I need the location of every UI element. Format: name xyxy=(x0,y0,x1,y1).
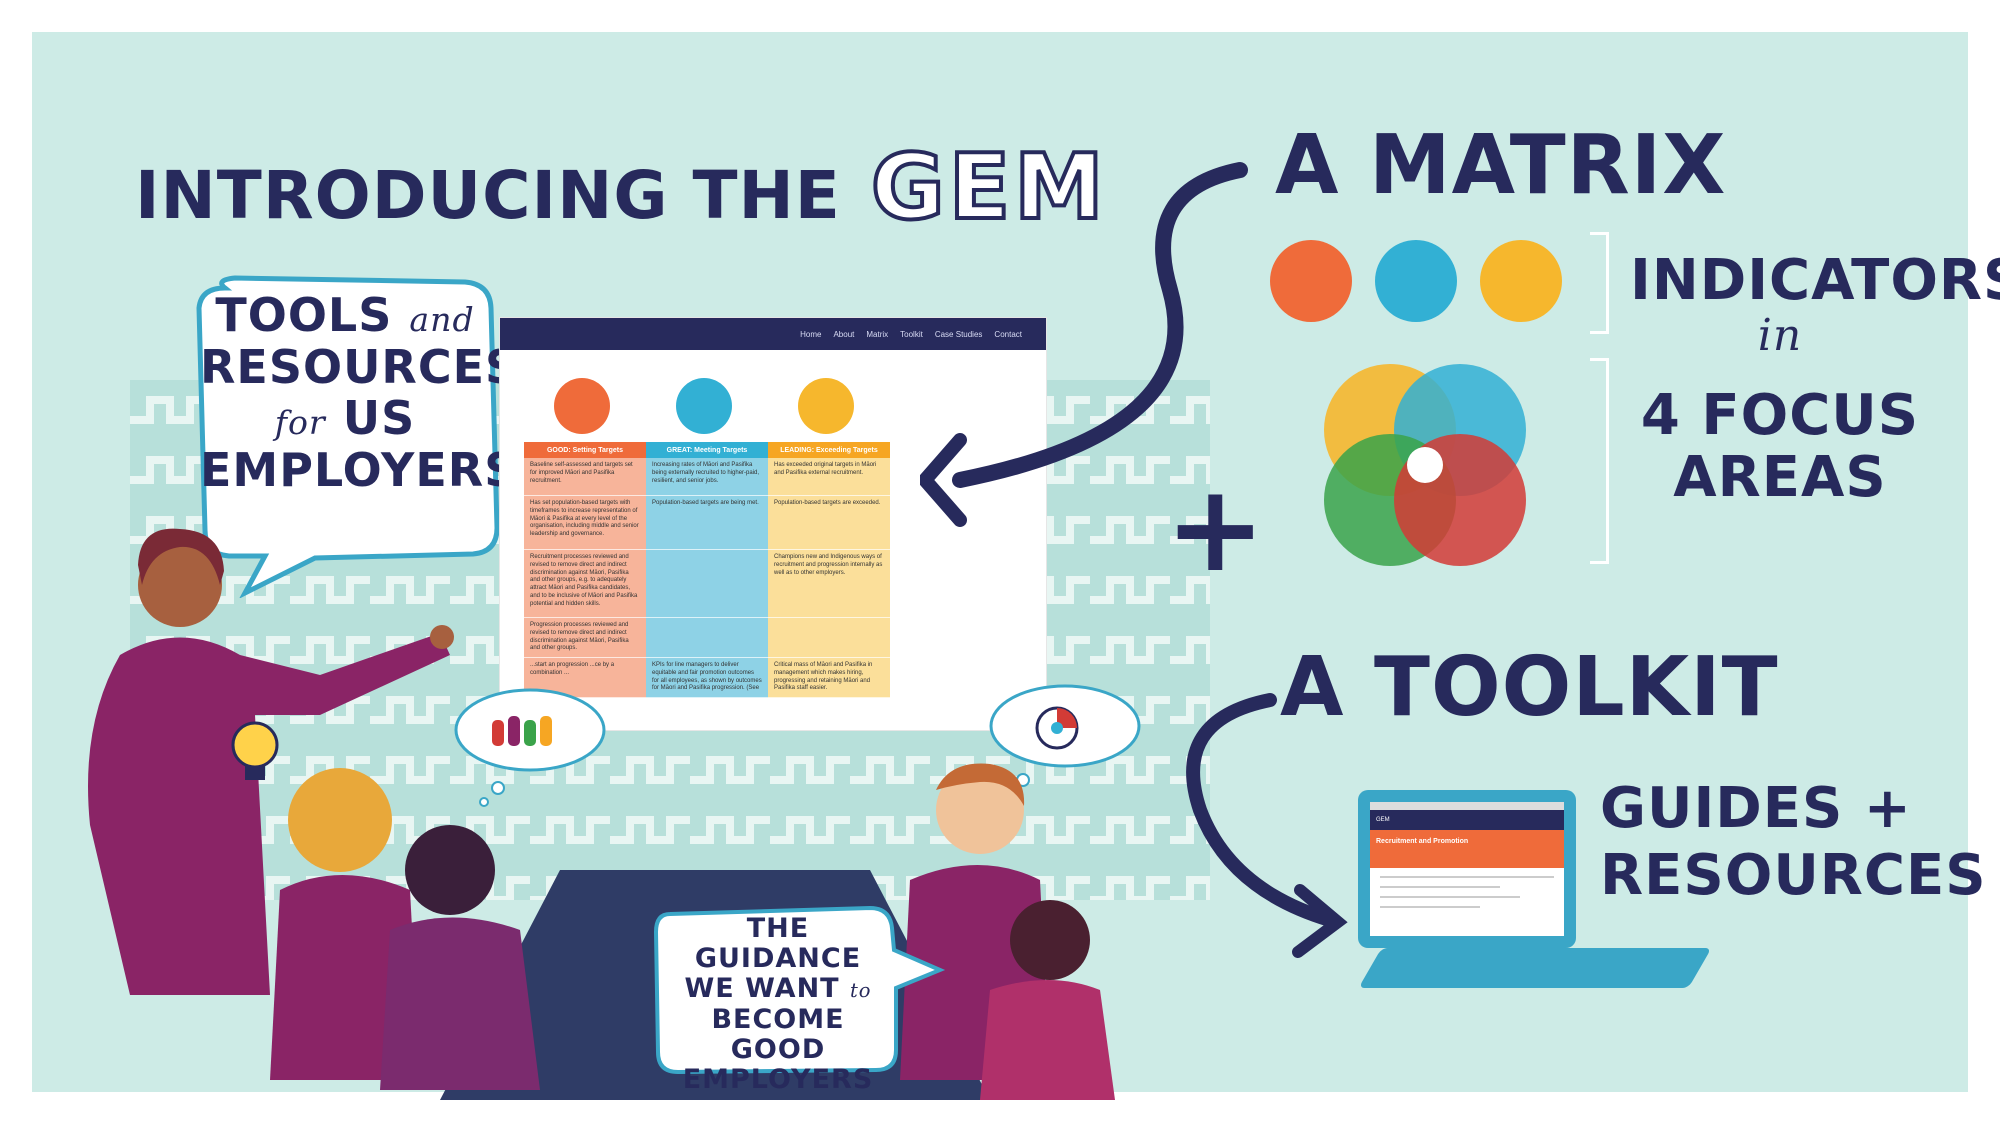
tools-word: TOOLS xyxy=(215,288,393,342)
tools-speech-bubble: TOOLS and RESOURCES for US EMPLOYERS xyxy=(200,288,520,497)
guidance-line4: EMPLOYERS xyxy=(682,1064,874,1096)
matrix-cell: Population-based targets are being met. xyxy=(646,496,768,550)
presenter-figure xyxy=(88,528,454,995)
to-word: to xyxy=(850,979,872,1003)
resources-word: RESOURCES xyxy=(200,339,520,394)
matrix-cell: Critical mass of Māori and Pasifika in m… xyxy=(768,658,890,698)
plus-sign: + xyxy=(1165,460,1267,599)
venn-focus-areas-icon xyxy=(1324,364,1526,566)
matrix-cell xyxy=(768,618,890,658)
matrix-heading: A MATRIX xyxy=(1275,118,1727,213)
column-header: LEADING: Exceeding Targets xyxy=(768,442,890,458)
guidance-line1: THE GUIDANCE xyxy=(694,913,862,975)
title-prefix: INTRODUCING THE xyxy=(135,157,841,234)
people-thought-cloud xyxy=(454,688,606,807)
lightbulb-icon xyxy=(231,721,279,780)
matrix-cell: Champions new and Indigenous ways of rec… xyxy=(768,550,890,618)
matrix-column-great: GREAT: Meeting Targets Increasing rates … xyxy=(646,442,768,698)
nav-about[interactable]: About xyxy=(833,329,855,339)
boat-sunset-icon xyxy=(1270,240,1352,322)
audience-left xyxy=(270,768,540,1090)
matrix-cell xyxy=(646,550,768,618)
laptop-list-line xyxy=(1380,876,1554,878)
tools-speech-bubble-shape xyxy=(196,275,500,598)
sun-bird-icon xyxy=(1480,240,1562,322)
laptop-keyboard xyxy=(1358,948,1712,988)
laptop-list-line xyxy=(1380,886,1500,888)
and-word: and xyxy=(409,300,475,339)
guidance-speech-bubble-shape xyxy=(653,905,946,1075)
boat-sunset-icon xyxy=(554,378,610,434)
employers-word: EMPLOYERS xyxy=(200,442,519,497)
guidance-line3: BECOME GOOD xyxy=(711,1003,845,1065)
focus-line1: 4 FOCUS xyxy=(1640,383,1920,448)
albatross-icon xyxy=(676,378,732,434)
guides-line2: RESOURCES xyxy=(1600,843,1987,909)
matrix-cell: Baseline self-assessed and targets set f… xyxy=(524,458,646,496)
focus-areas-label: 4 FOCUS AREAS xyxy=(1640,385,1920,508)
nav-case-studies[interactable]: Case Studies xyxy=(934,329,983,339)
in-word: in xyxy=(1757,309,1803,361)
matrix-cell: Has exceeded original targets in Māori a… xyxy=(768,458,890,496)
nav-toolkit[interactable]: Toolkit xyxy=(900,329,923,339)
page-title: INTRODUCING THE GEM xyxy=(135,133,1108,242)
albatross-icon xyxy=(1375,240,1457,322)
target-thought-cloud xyxy=(989,684,1141,801)
guidance-line2: WE WANT xyxy=(684,973,840,1005)
laptop-browser-bar xyxy=(1370,802,1564,810)
guides-line1: GUIDES + xyxy=(1600,776,1912,841)
for-word: for xyxy=(274,403,326,443)
guides-resources-label: GUIDES + RESOURCES xyxy=(1600,775,1987,909)
nav-contact[interactable]: Contact xyxy=(994,329,1022,339)
matrix-table: GOOD: Setting Targets Baseline self-asse… xyxy=(524,442,1046,698)
sun-bird-icon xyxy=(798,378,854,434)
matrix-cell: Increasing rates of Māori and Pasifika b… xyxy=(646,458,768,496)
title-gem: GEM xyxy=(869,133,1108,242)
screen-nav-bar: Home About Matrix Toolkit Case Studies C… xyxy=(500,318,1046,350)
indicators-word: INDICATORS xyxy=(1630,248,2000,313)
us-word: US xyxy=(342,391,416,446)
laptop-brand: GEM xyxy=(1370,810,1564,830)
nav-matrix[interactable]: Matrix xyxy=(866,329,889,339)
laptop-display: GEM Recruitment and Promotion xyxy=(1370,802,1564,936)
column-header: GOOD: Setting Targets xyxy=(524,442,646,458)
matrix-cell: Population-based targets are exceeded. xyxy=(768,496,890,550)
matrix-cell: Recruitment processes reviewed and revis… xyxy=(524,550,646,618)
laptop-list-line xyxy=(1380,896,1520,898)
matrix-cell: KPIs for line managers to deliver equita… xyxy=(646,658,768,698)
indicators-label: INDICATORS in xyxy=(1630,248,2000,361)
matrix-cell: Has set population-based targets with ti… xyxy=(524,496,646,550)
matrix-column-good: GOOD: Setting Targets Baseline self-asse… xyxy=(524,442,646,698)
focus-line2: AREAS xyxy=(1673,444,1887,510)
laptop-page-title: Recruitment and Promotion xyxy=(1370,830,1564,868)
laptop-icon: GEM Recruitment and Promotion xyxy=(1358,790,1576,948)
audience-right xyxy=(900,763,1115,1100)
indicators-bracket xyxy=(1590,232,1609,334)
nav-home[interactable]: Home xyxy=(800,329,822,339)
matrix-column-leading: LEADING: Exceeding Targets Has exceeded … xyxy=(768,442,890,698)
toolkit-heading: A TOOLKIT xyxy=(1280,640,1779,735)
toolkit-arrow xyxy=(1186,693,1348,958)
laptop-list-line xyxy=(1380,906,1480,908)
matrix-cell xyxy=(646,618,768,658)
column-header: GREAT: Meeting Targets xyxy=(646,442,768,458)
matrix-arrow xyxy=(920,162,1248,527)
guidance-speech-bubble: THE GUIDANCE WE WANT to BECOME GOOD EMPL… xyxy=(660,913,896,1096)
matrix-cell: ...start an progression ...ce by a combi… xyxy=(524,658,646,698)
matrix-cell: Progression processes reviewed and revis… xyxy=(524,618,646,658)
focus-bracket xyxy=(1590,358,1609,564)
